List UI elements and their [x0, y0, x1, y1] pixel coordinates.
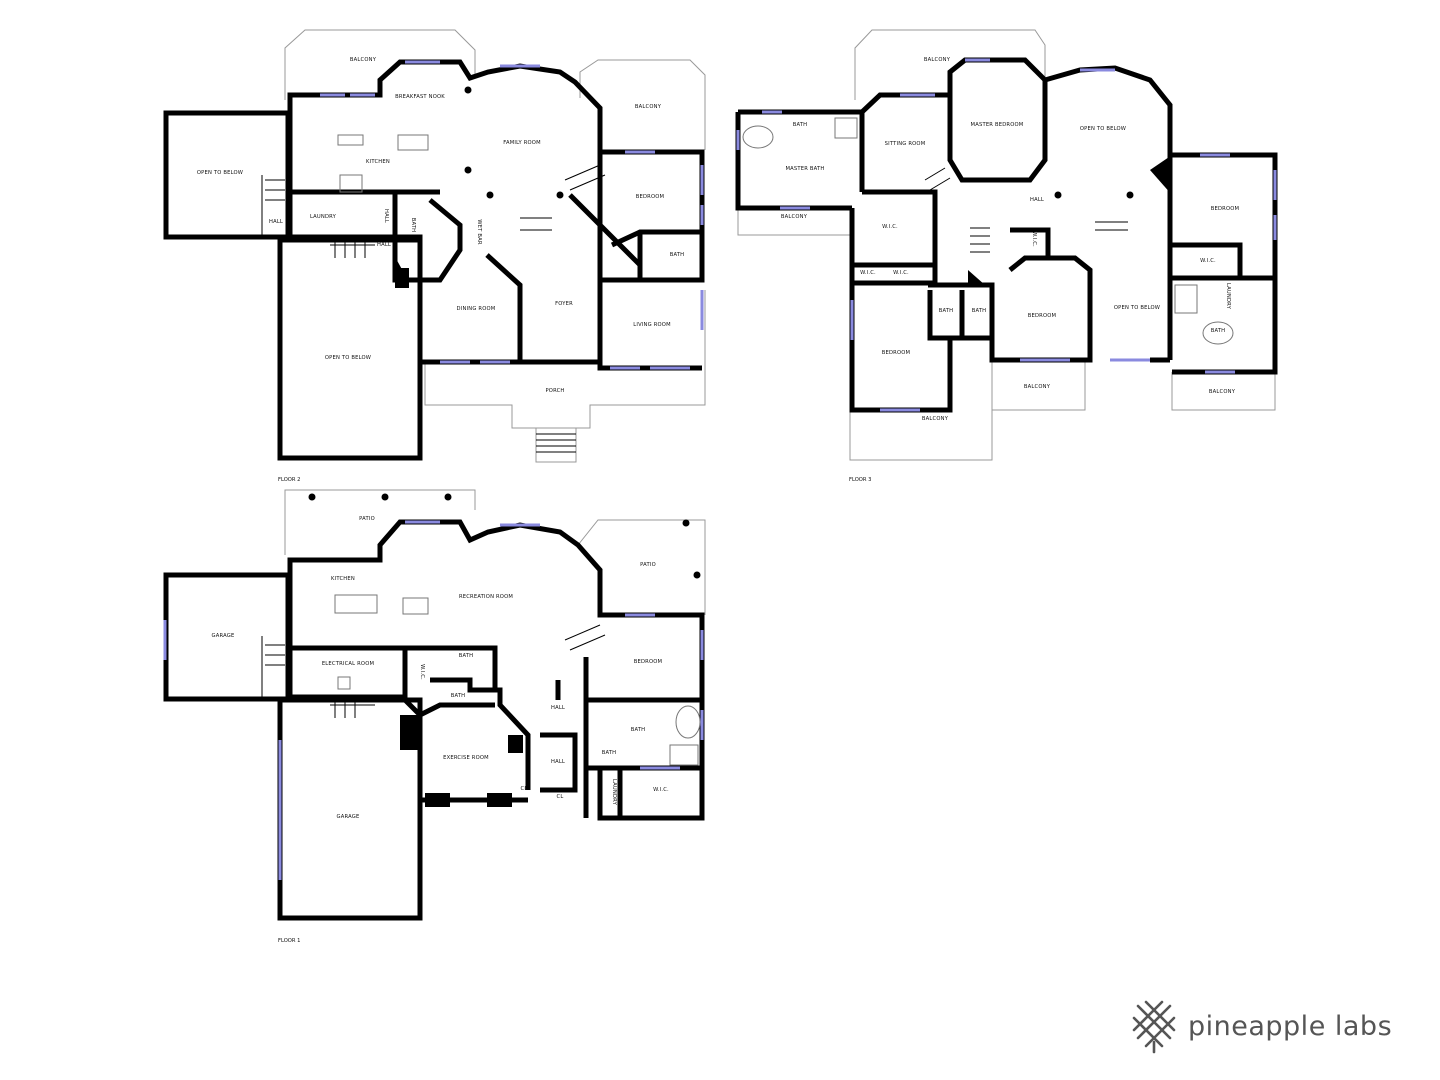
room-label: KITCHEN: [331, 576, 355, 582]
room-label: PATIO: [359, 516, 375, 522]
room-label: W.I.C.: [882, 224, 898, 230]
room-label: GARAGE: [337, 814, 360, 820]
room-label: BALCONY: [781, 214, 808, 220]
room-label: SITTING ROOM: [885, 141, 926, 147]
room-label: BATH: [631, 727, 646, 733]
room-label: PORCH: [545, 388, 564, 394]
room-label: DINING ROOM: [457, 306, 496, 312]
floor-label: FLOOR 1: [278, 938, 300, 944]
room-label: BEDROOM: [882, 350, 910, 356]
floor-label: FLOOR 2: [278, 477, 300, 483]
room-label: BALCONY: [1209, 389, 1236, 395]
room-label: OPEN TO BELOW: [325, 355, 371, 361]
room-label: BEDROOM: [634, 659, 662, 665]
room-label: W.I.C.: [860, 270, 876, 276]
floor-3-plan: BALCONY MASTER BEDROOM OPEN TO BELOW BAT…: [735, 29, 1278, 483]
room-label: MASTER BATH: [786, 166, 825, 172]
room-label: PATIO: [640, 562, 656, 568]
room-label: GARAGE: [212, 633, 235, 639]
room-label: MASTER BEDROOM: [971, 122, 1024, 128]
room-label: BATH: [1211, 328, 1226, 334]
room-label: W.I.C.: [1031, 231, 1037, 247]
room-label: EXERCISE ROOM: [443, 755, 489, 761]
room-label: KITCHEN: [366, 159, 390, 165]
room-label: BALCONY: [350, 57, 377, 63]
brand-name: pineapple labs: [1188, 1010, 1393, 1042]
room-label: HALL: [1030, 197, 1044, 203]
floor-2-plan: BALCONY BREAKFAST NOOK FAMILY ROOM BALCO…: [163, 29, 706, 483]
room-label: LAUNDRY: [1225, 283, 1231, 310]
room-label: W.I.C.: [419, 664, 425, 680]
room-label: BATH: [939, 308, 954, 314]
room-label: BEDROOM: [1028, 313, 1056, 319]
room-label: BEDROOM: [1211, 206, 1239, 212]
room-label: OPEN TO BELOW: [1080, 126, 1126, 132]
floor-label: FLOOR 3: [849, 477, 871, 483]
room-label: BATH: [972, 308, 987, 314]
room-label: RECREATION ROOM: [459, 594, 513, 600]
room-label: HALL: [551, 705, 565, 711]
room-label: FOYER: [555, 301, 573, 307]
room-label: W.I.C.: [893, 270, 909, 276]
room-label: HALL: [383, 209, 389, 223]
room-label: BREAKFAST NOOK: [395, 94, 445, 100]
room-label: BALCONY: [1024, 384, 1051, 390]
room-label: LAUNDRY: [611, 779, 617, 806]
room-label: W.I.C.: [653, 787, 669, 793]
room-label: CL: [521, 786, 528, 792]
room-label: CL: [557, 794, 564, 800]
room-label: W.I.C.: [1200, 258, 1216, 264]
room-label: BATH: [459, 653, 474, 659]
room-label: BATH: [793, 122, 808, 128]
floor-1-plan: PATIO KITCHEN RECREATION ROOM PATIO GARA…: [163, 489, 706, 944]
room-label: WET BAR: [476, 219, 482, 245]
room-label: BALCONY: [635, 104, 662, 110]
room-label: FAMILY ROOM: [503, 140, 541, 146]
room-label: BEDROOM: [636, 194, 664, 200]
room-label: BATH: [451, 693, 466, 699]
room-label: LAUNDRY: [310, 214, 337, 220]
room-label: HALL: [551, 759, 565, 765]
brand-logo-block: pineapple labs: [1130, 995, 1420, 1057]
room-label: BALCONY: [924, 57, 951, 63]
room-label: BATH: [410, 218, 416, 233]
room-label: OPEN TO BELOW: [1114, 305, 1160, 311]
room-label: BATH: [602, 750, 617, 756]
room-label: HALL: [269, 219, 283, 225]
room-label: OPEN TO BELOW: [197, 170, 243, 176]
pineapple-logo-icon: [1132, 1000, 1176, 1054]
room-label: HALL: [377, 242, 391, 248]
room-label: ELECTRICAL ROOM: [322, 661, 374, 667]
room-label: BALCONY: [922, 416, 949, 422]
room-label: LIVING ROOM: [633, 322, 671, 328]
room-label: BATH: [670, 252, 685, 258]
